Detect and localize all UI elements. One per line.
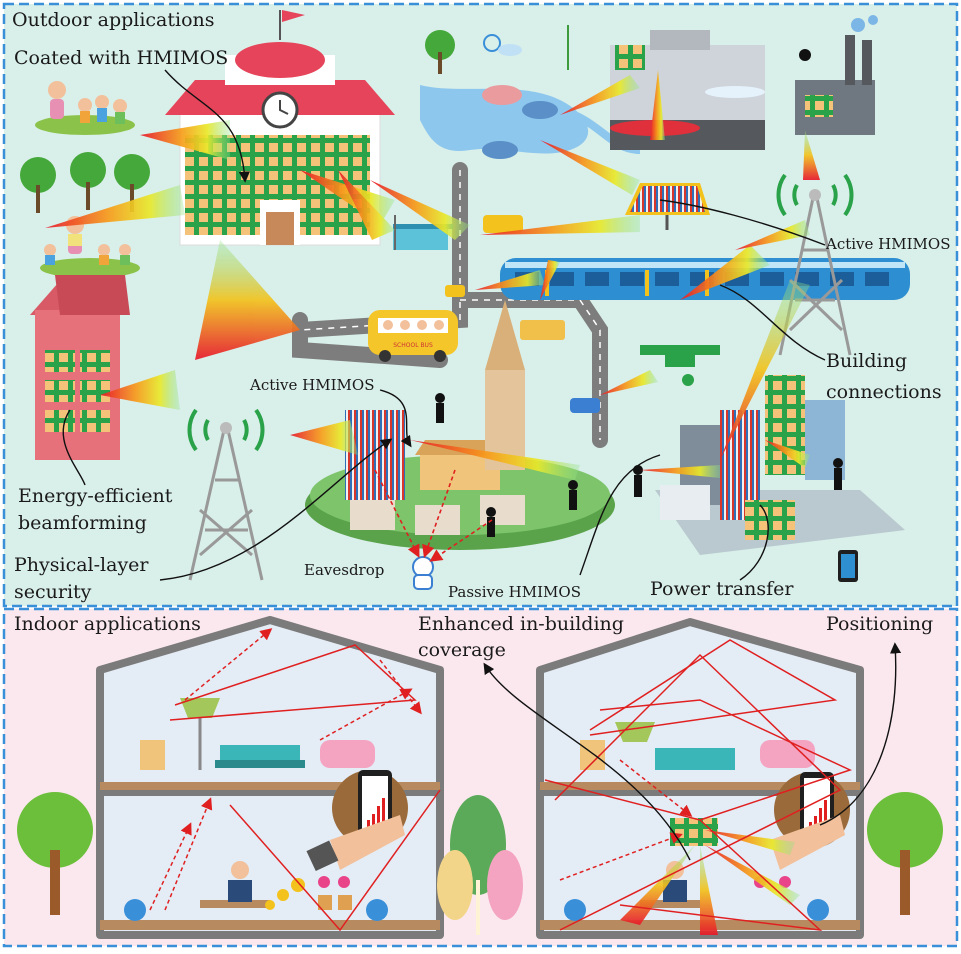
apartment-building — [30, 275, 130, 460]
village — [305, 300, 615, 550]
indoor-rays-left — [149, 628, 441, 932]
eavesdrop-label: Eavesdrop — [304, 561, 385, 579]
building-connections-label-2: connections — [826, 381, 942, 403]
coated-label: Coated with HMIMOS — [14, 47, 229, 69]
tower-left-waves — [187, 408, 265, 452]
active-hmimos-label-right: Active HMIMOS — [826, 235, 951, 253]
center-trees — [437, 795, 523, 935]
cell-tower-left — [188, 429, 264, 581]
animals — [482, 85, 558, 159]
tower-right-waves — [776, 173, 854, 217]
bus-text: SCHOOL BUS — [393, 342, 433, 349]
people-group-top — [35, 81, 135, 135]
small-bus — [483, 215, 523, 233]
annotation-leaders — [62, 69, 826, 581]
airport — [610, 30, 765, 150]
outdoor-beams — [45, 70, 820, 480]
outdoor-title: Outdoor applications — [12, 9, 215, 31]
weather-icons — [483, 25, 569, 70]
bus-stop — [393, 215, 453, 250]
train — [500, 258, 910, 300]
drone — [640, 345, 720, 386]
side-tree-right — [867, 792, 943, 915]
indoor-title: Indoor applications — [14, 613, 201, 635]
hand-phone-right — [770, 772, 850, 870]
truck — [520, 320, 565, 340]
eavesdrop-robot — [412, 556, 434, 590]
energy-label-2: beamforming — [18, 512, 147, 534]
active-hmimos-panel — [625, 183, 710, 230]
building-connections-label-1: Building — [826, 350, 907, 372]
indoor-rays-right — [544, 639, 853, 932]
positioning-label: Positioning — [826, 613, 934, 635]
coverage-label-2: coverage — [418, 639, 506, 661]
factory — [795, 15, 878, 135]
security-label-1: Physical-layer — [14, 554, 149, 576]
blue-car — [570, 398, 600, 413]
security-label-2: security — [14, 581, 92, 603]
taxi — [445, 285, 465, 297]
power-transfer-label: Power transfer — [650, 578, 794, 600]
passive-hmimos-label: Passive HMIMOS — [448, 583, 581, 601]
indoor-leaders — [483, 642, 902, 861]
school-bus: SCHOOL BUS — [368, 310, 458, 362]
active-hmimos-label-left: Active HMIMOS — [250, 376, 375, 394]
coverage-label-1: Enhanced in-building — [418, 613, 624, 635]
hand-phone-left — [306, 770, 408, 872]
side-tree-left — [17, 792, 93, 915]
people-silhouettes — [435, 393, 843, 537]
trees — [20, 30, 455, 213]
energy-label-1: Energy-efficient — [18, 485, 173, 507]
eavesdrop-arrows — [374, 469, 493, 562]
